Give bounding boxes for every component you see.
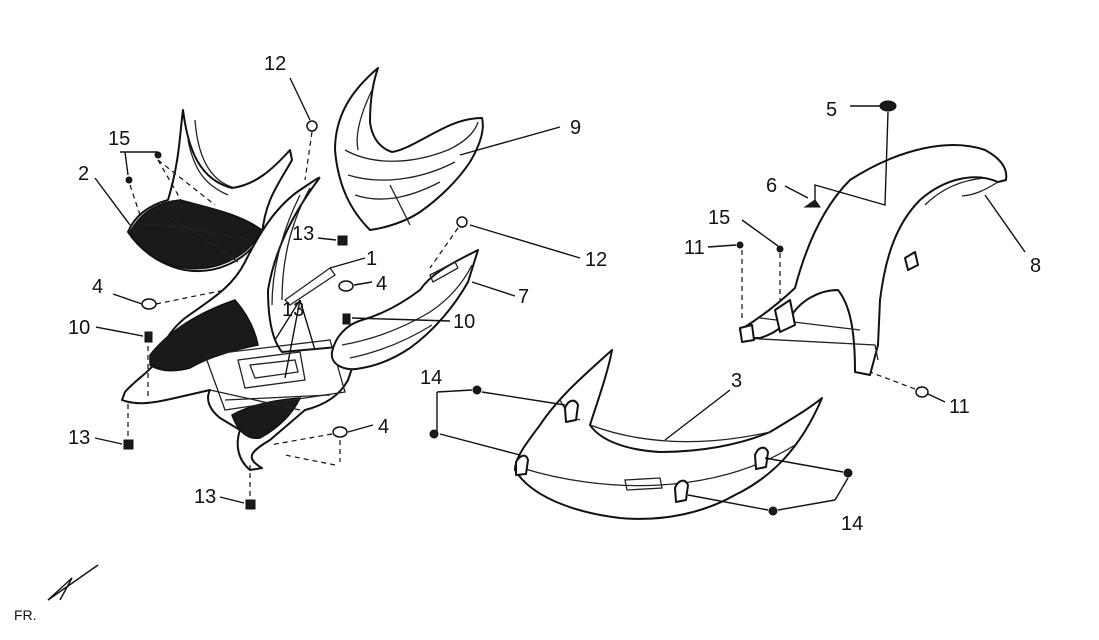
callout-9: 9: [570, 117, 581, 139]
part-8-rear-fender: [739, 144, 1008, 376]
callout-1: 1: [366, 248, 377, 270]
callout-13-left: 13: [68, 427, 90, 449]
callout-11-left: 11: [684, 237, 705, 259]
callout-13-upper: 13: [292, 223, 314, 245]
callout-15-right: 15: [708, 207, 730, 229]
callout-12-top: 12: [264, 53, 286, 75]
callout-labels: 1 2 3 4 4 4 5 6 7 8 9 10 10 11 11 12 12 …: [68, 53, 1041, 535]
callout-13-middle: 13: [282, 299, 304, 321]
callout-5: 5: [826, 99, 837, 121]
part-9-upper-inner-cover: [334, 67, 484, 231]
callout-3: 3: [731, 370, 742, 392]
callout-10-left: 10: [68, 317, 90, 339]
callout-4-left: 4: [92, 276, 103, 298]
callout-14-right: 14: [841, 513, 863, 535]
callout-14-left: 14: [420, 367, 442, 389]
callout-15-left: 15: [108, 128, 130, 150]
callout-2: 2: [78, 163, 89, 185]
part-2-front-inner-panel: [127, 109, 293, 272]
callout-7: 7: [518, 286, 529, 308]
callout-6: 6: [766, 175, 777, 197]
part-1-floor-board: [121, 176, 361, 471]
callout-4-middle: 4: [376, 273, 387, 295]
front-label: FR.: [14, 607, 37, 623]
front-orientation-indicator: FR.: [14, 564, 99, 623]
leader-lines: [94, 77, 1026, 511]
part-7-side-cover: [330, 249, 479, 371]
callout-11-right: 11: [949, 396, 970, 418]
callout-8: 8: [1030, 255, 1041, 277]
part-3-under-cover: [514, 349, 823, 520]
callout-12-right: 12: [585, 249, 607, 271]
fasteners: [123, 100, 929, 516]
callout-13-bottom: 13: [194, 486, 216, 508]
callout-10-middle: 10: [453, 311, 475, 333]
callout-4-bottom: 4: [378, 416, 389, 438]
